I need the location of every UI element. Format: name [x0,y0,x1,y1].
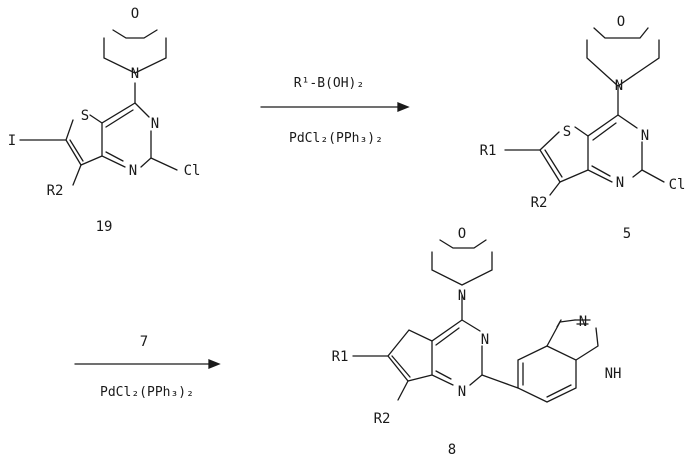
compound-8-bonds [353,240,598,402]
c8-n3-label: N [481,332,489,348]
c19-iodine-label: I [8,133,16,149]
c19-n1-label: N [129,163,137,179]
c5-morpholine-nitrogen-label: N [615,78,623,94]
c5-chlorine-label: Cl [669,177,686,193]
compound-5-bonds [505,28,664,195]
c5-r2-label: R2 [531,195,548,211]
step1-catalyst: PdCl₂(PPh₃)₂ [289,131,383,146]
compound-8-number: 8 [448,442,456,458]
c19-chlorine-label: Cl [184,163,201,179]
c8-r2-label: R2 [374,411,391,427]
c8-morpholine-nitrogen-label: N [458,288,466,304]
c8-r1-label: R1 [332,349,349,365]
c19-morpholine-nitrogen-label: N [131,66,139,82]
c19-sulfur-label: S [81,108,89,124]
c19-oxygen-label: O [131,6,139,22]
c5-sulfur-label: S [563,124,571,140]
c8-n1-label: N [458,384,466,400]
arrow-1-head [398,103,408,111]
step1-reagent: R¹-B(OH)₂ [294,76,364,91]
compound-19-number: 19 [96,219,113,235]
c5-r1-label: R1 [480,143,497,159]
compound-19-bonds [20,30,177,185]
c8-indazole-n-label: N [579,314,587,330]
c19-r2-label: R2 [47,183,64,199]
compound-5-number: 5 [623,226,631,242]
step2-catalyst: PdCl₂(PPh₃)₂ [100,385,194,400]
c8-oxygen-label: O [458,226,466,242]
arrow-2-head [209,360,219,368]
c5-oxygen-label: O [617,14,625,30]
c5-n1-label: N [616,175,624,191]
c8-indazole-nh-label: NH [605,366,622,382]
step2-reagent: 7 [140,334,148,350]
c19-n3-label: N [151,116,159,132]
c5-n3-label: N [641,128,649,144]
